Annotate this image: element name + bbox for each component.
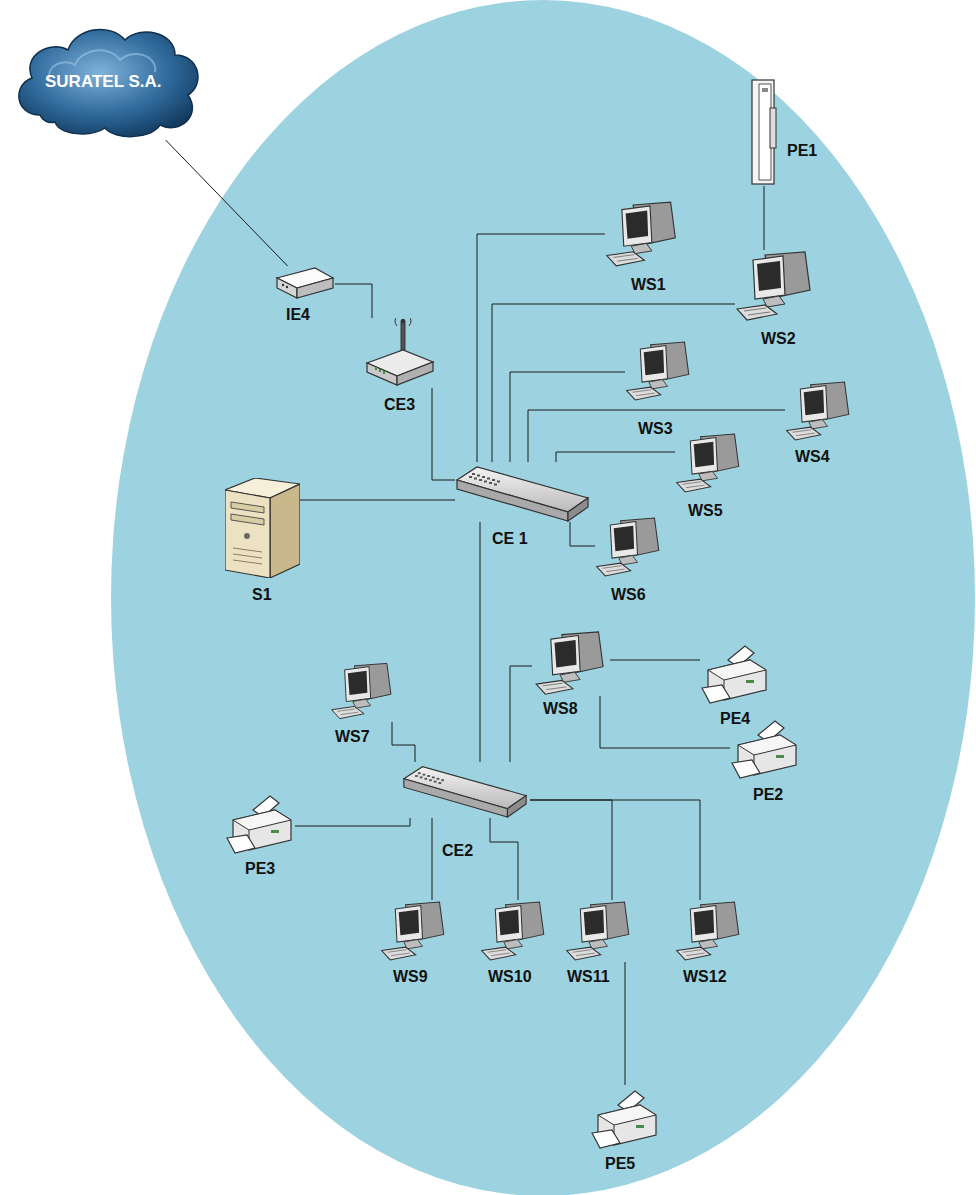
network-link (490, 818, 518, 900)
network-link (166, 140, 288, 266)
server: S1 (225, 478, 300, 578)
device-label: WS6 (611, 586, 646, 604)
network-link (295, 818, 410, 826)
network-link (570, 522, 595, 546)
network-link (432, 388, 455, 480)
device-label: WS3 (638, 420, 673, 438)
device-icon (455, 462, 590, 522)
device-icon (700, 640, 770, 705)
device-icon (675, 900, 743, 962)
device-icon (605, 200, 680, 268)
workstation: WS6 (595, 516, 663, 578)
device-icon (595, 516, 663, 578)
device-label: IE4 (286, 306, 310, 324)
network-link (480, 522, 481, 762)
device-icon (675, 432, 743, 494)
internet-cloud: SURATEL S.A. (10, 20, 205, 140)
device-label: WS1 (631, 276, 666, 294)
printer: PE4 (700, 640, 770, 705)
device-label: WS11 (567, 968, 610, 986)
printer: PE2 (730, 715, 800, 780)
network-link (610, 660, 700, 661)
workstation: WS4 (785, 380, 853, 442)
network-link (477, 234, 605, 462)
modem: IE4 (275, 266, 335, 302)
peripheral-device: PE1 (750, 78, 778, 186)
network-link (510, 666, 532, 762)
device-icon (750, 78, 778, 186)
workstation: WS10 (480, 900, 548, 962)
network-link (335, 284, 372, 318)
device-icon (380, 900, 448, 962)
device-icon (400, 762, 530, 818)
network-link (392, 722, 415, 762)
device-label: PE5 (605, 1155, 635, 1173)
network-link (764, 186, 765, 250)
device-icon (225, 790, 295, 855)
network-link (300, 500, 455, 501)
device-icon (330, 660, 395, 722)
device-label: WS5 (688, 502, 723, 520)
device-icon (565, 900, 633, 962)
device-label: PE2 (753, 786, 783, 804)
network-link (432, 818, 433, 900)
device-label: WS4 (795, 448, 830, 466)
workstation: WS9 (380, 900, 448, 962)
workstation: WS7 (330, 660, 395, 722)
workstation: WS2 (735, 250, 815, 322)
device-label: WS10 (488, 968, 532, 986)
workstation: WS8 (532, 630, 610, 696)
workstation: WS12 (675, 900, 743, 962)
device-icon (785, 380, 853, 442)
network-link (510, 372, 625, 462)
network-switch: CE2 (400, 762, 530, 818)
device-label: WS9 (393, 968, 428, 986)
device-label: WS8 (543, 700, 578, 718)
device-label: CE3 (384, 396, 415, 414)
device-label: CE2 (442, 842, 473, 860)
printer: PE5 (590, 1085, 660, 1150)
device-label: CE 1 (492, 530, 528, 548)
device-label: PE3 (245, 860, 275, 878)
network-link (528, 410, 785, 462)
network-link (625, 962, 626, 1085)
workstation: WS11 (565, 900, 633, 962)
network-link (556, 452, 675, 462)
device-icon (480, 900, 548, 962)
device-label: WS2 (761, 330, 796, 348)
device-icon (225, 478, 300, 578)
device-icon (735, 250, 815, 322)
device-icon (625, 340, 693, 402)
network-link (530, 800, 700, 900)
device-icon (730, 715, 800, 780)
workstation: WS3 (625, 340, 693, 402)
network-link (530, 800, 612, 900)
device-label: WS12 (683, 968, 727, 986)
cloud-label: SURATEL S.A. (45, 72, 162, 92)
device-label: WS7 (335, 728, 370, 746)
device-icon (532, 630, 610, 696)
device-label: PE1 (787, 142, 817, 160)
device-icon (275, 266, 335, 302)
workstation: WS1 (605, 200, 680, 268)
device-label: PE4 (720, 710, 750, 728)
device-label: S1 (252, 586, 272, 604)
device-icon (590, 1085, 660, 1150)
network-switch: CE 1 (455, 462, 590, 522)
wireless-router: CE3 (365, 318, 435, 388)
area-ellipse (111, 0, 975, 1195)
network-link (600, 696, 730, 748)
printer: PE3 (225, 790, 295, 855)
workstation: WS5 (675, 432, 743, 494)
device-icon (365, 318, 435, 388)
